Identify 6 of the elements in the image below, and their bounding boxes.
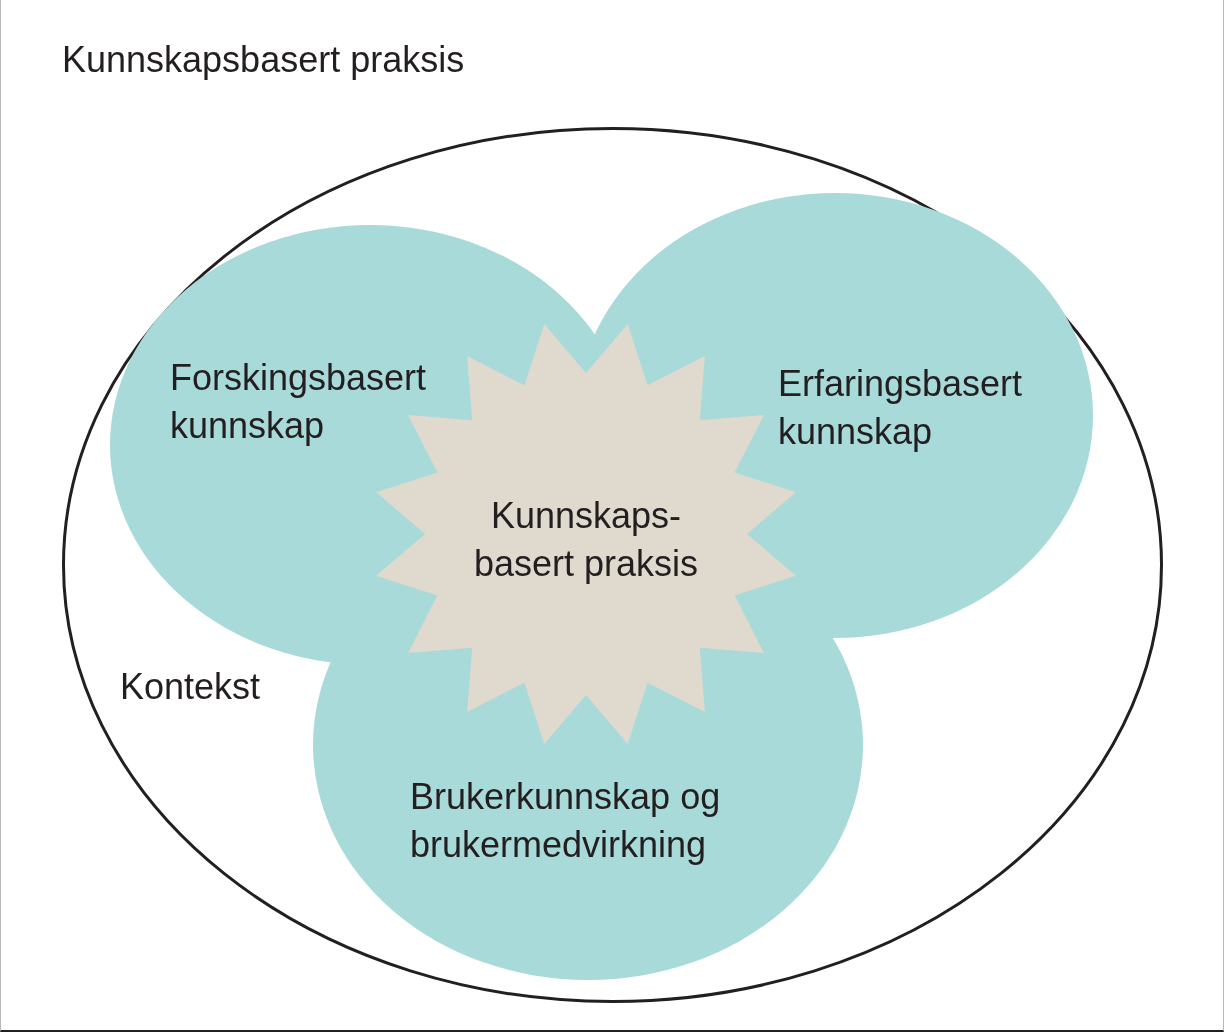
node-label: Kontekst (120, 665, 262, 709)
node-label: Forskingsbasert kunnskap (170, 356, 428, 448)
node-label: Kunnskaps- basert praksis (472, 494, 700, 586)
title: Kunnskapsbasert praksis (62, 38, 465, 82)
node-label: Brukerkunnskap og brukermedvirkning (410, 775, 722, 867)
node-label: Erfaringsbasert kunnskap (778, 362, 1024, 454)
